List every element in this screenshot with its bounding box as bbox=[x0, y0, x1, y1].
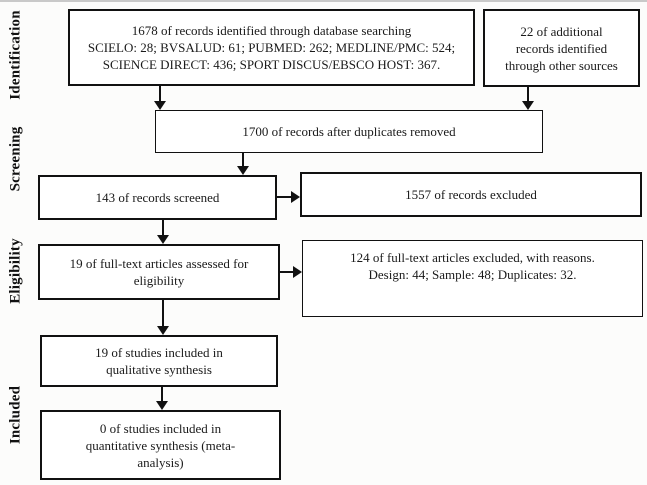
stage-label-included: Included bbox=[7, 385, 24, 445]
box-text-line: eligibility bbox=[133, 273, 185, 288]
box-text-line: 19 of full-text articles assessed for bbox=[69, 256, 249, 271]
box-text-line: qualitative synthesis bbox=[106, 362, 212, 377]
box-text-line: records identified bbox=[515, 40, 608, 56]
stage-label-eligibility: Eligibility bbox=[7, 238, 24, 304]
arrow-qualitative-to-quantitative-icon bbox=[156, 387, 168, 410]
box-records-other-sources: 22 of additional records identified thro… bbox=[483, 9, 640, 87]
box-text-line: 22 of additional bbox=[520, 23, 603, 39]
arrow-db-to-duplicates-icon bbox=[154, 86, 166, 110]
box-text-line: 1678 of records identified through datab… bbox=[131, 23, 412, 38]
stage-label-identification: Identification bbox=[7, 10, 24, 100]
box-text-line: quantitative synthesis (meta- bbox=[85, 437, 236, 453]
box-text-line: 19 of studies included in bbox=[95, 345, 223, 360]
box-text-line: 124 of full-text articles excluded, with… bbox=[350, 250, 595, 265]
box-records-excluded: 1557 of records excluded bbox=[300, 172, 642, 217]
box-text-line: 1557 of records excluded bbox=[405, 187, 537, 202]
box-after-duplicates-removed: 1700 of records after duplicates removed bbox=[155, 110, 543, 153]
box-qualitative-synthesis: 19 of studies included in qualitative sy… bbox=[40, 335, 278, 387]
box-text-line: through other sources bbox=[505, 57, 618, 73]
arrow-assessed-to-ftexcluded-icon bbox=[280, 266, 302, 278]
box-text-line: 143 of records screened bbox=[95, 190, 220, 205]
box-records-database-searching: 1678 of records identified through datab… bbox=[68, 9, 475, 86]
arrow-screened-to-assessed-icon bbox=[157, 220, 169, 244]
box-text-line: 0 of studies included in bbox=[99, 420, 222, 436]
box-records-screened: 143 of records screened bbox=[38, 175, 277, 220]
box-text-line: analysis) bbox=[137, 454, 184, 470]
arrow-duplicates-to-screened-icon bbox=[237, 153, 249, 175]
arrow-screened-to-excluded-icon bbox=[277, 191, 300, 203]
box-text-line: SCIENCE DIRECT: 436; SPORT DISCUS/EBSCO … bbox=[102, 57, 441, 72]
box-text-line: 1700 of records after duplicates removed bbox=[242, 124, 456, 139]
box-quantitative-synthesis: 0 of studies included in quantitative sy… bbox=[40, 410, 281, 480]
box-fulltext-assessed: 19 of full-text articles assessed for el… bbox=[38, 244, 280, 300]
stage-label-screening: Screening bbox=[7, 126, 24, 192]
box-text-line: Design: 44; Sample: 48; Duplicates: 32. bbox=[368, 267, 577, 282]
arrow-assessed-to-qualitative-icon bbox=[157, 300, 169, 335]
box-fulltext-excluded: 124 of full-text articles excluded, with… bbox=[302, 240, 643, 317]
box-text-line: SCIELO: 28; BVSALUD: 61; PUBMED: 262; ME… bbox=[87, 40, 456, 55]
arrow-other-to-duplicates-icon bbox=[522, 87, 534, 110]
